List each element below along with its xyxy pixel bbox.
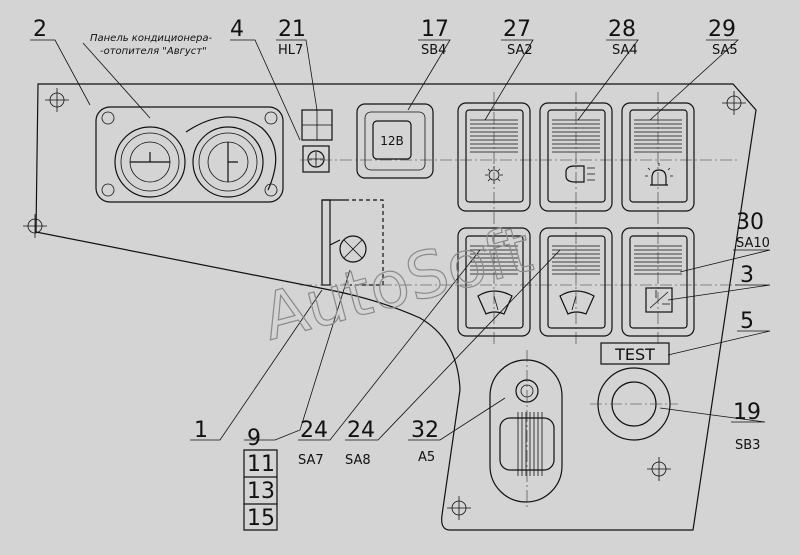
callout-5: 5	[740, 309, 754, 334]
callout-29-code: SA5	[712, 43, 738, 58]
button-19-sb3[interactable]	[590, 367, 678, 441]
callout-21: 21	[278, 17, 306, 42]
callout-27: 27	[503, 17, 531, 42]
test-label-box	[600, 342, 670, 365]
callout-1: 1	[194, 418, 208, 443]
stack-number-13: 13	[247, 479, 275, 504]
button-17-sb4[interactable]	[356, 103, 434, 179]
ac-heater-panel	[95, 106, 284, 203]
stack-number-11: 11	[247, 452, 275, 477]
callout-2: 2	[33, 17, 47, 42]
panel-outline	[35, 83, 757, 531]
callout-29: 29	[708, 17, 736, 42]
device-32-a5[interactable]	[489, 350, 563, 510]
callout-24-sa7-code: SA7	[298, 453, 324, 468]
rocker-switch-sa8[interactable]	[539, 227, 613, 337]
button-17-label: 12В	[380, 134, 404, 148]
callout-17-code: SB4	[421, 43, 446, 58]
stack-number-9: 9	[247, 426, 261, 451]
panel-caption-line2: -отопителя "Август"	[100, 46, 207, 57]
leader-lines	[30, 39, 771, 441]
callout-32-code: A5	[418, 450, 435, 465]
callout-24-sa8-code: SA8	[345, 453, 371, 468]
callout-19-code: SB3	[735, 438, 760, 453]
callout-28-code: SA4	[612, 43, 638, 58]
test-label: TEST	[614, 345, 655, 364]
callout-32: 32	[411, 418, 439, 443]
callout-27-code: SA2	[507, 43, 533, 58]
callout-28: 28	[608, 17, 636, 42]
callout-30-code: SA10	[736, 236, 770, 251]
callout-17: 17	[421, 17, 449, 42]
panel-caption-line1: Панель кондиционера-	[90, 33, 213, 44]
callout-24-sa8: 24	[347, 418, 375, 443]
callout-19: 19	[733, 400, 761, 425]
indicator-lamp-hl7	[301, 109, 333, 141]
callout-24-sa7: 24	[300, 418, 328, 443]
callout-30: 30	[736, 210, 764, 235]
mounting-holes	[23, 88, 746, 520]
switch-item-4[interactable]	[302, 145, 330, 173]
stack-boxes	[243, 449, 278, 531]
watermark: AutoSoft	[255, 213, 540, 356]
callout-4: 4	[230, 17, 244, 42]
stack-number-15: 15	[247, 506, 275, 531]
callout-3: 3	[740, 263, 754, 288]
callout-21-code: HL7	[278, 43, 303, 58]
